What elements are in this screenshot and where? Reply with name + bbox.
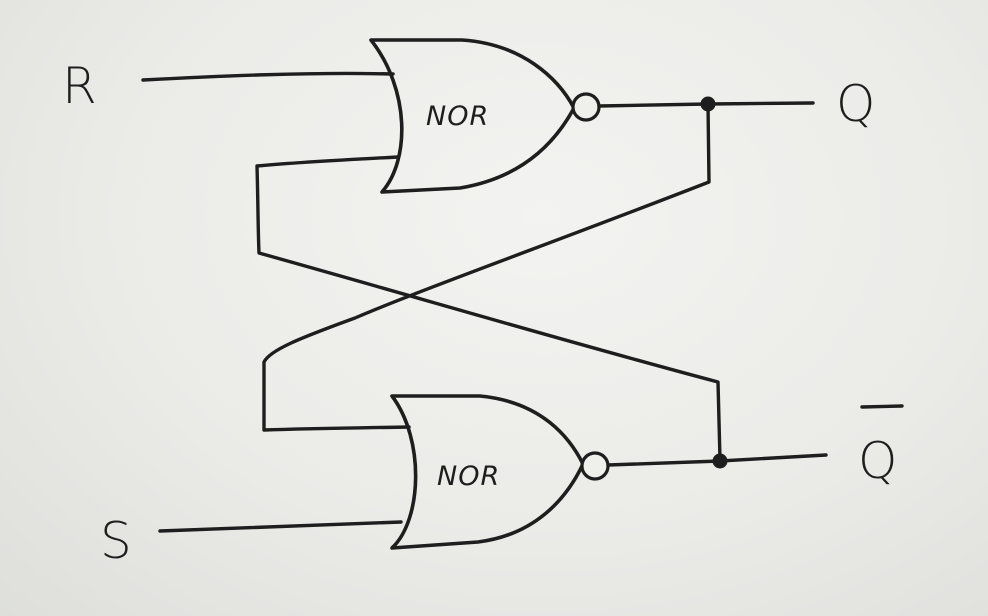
top-gate-feedback-input-wire [255, 155, 722, 462]
r-input-label: R [62, 57, 97, 115]
top-nor-gate [369, 38, 576, 194]
s-input-wire [158, 520, 403, 533]
qbar-junction-dot [712, 453, 728, 469]
qbar-overline [860, 404, 904, 409]
r-input-wire [141, 71, 395, 82]
top-gate-label: NOR [426, 101, 489, 132]
bottom-gate-inverter-bubble [580, 451, 610, 481]
q-feedback-wire [262, 102, 711, 432]
top-gate-inverter-bubble [571, 92, 601, 122]
q-output-label: Q [836, 75, 875, 133]
qbar-output-label: Q [858, 432, 897, 490]
s-input-label: S [100, 512, 132, 570]
bottom-gate-label: NOR [437, 461, 500, 492]
bottom-nor-gate [390, 394, 585, 550]
